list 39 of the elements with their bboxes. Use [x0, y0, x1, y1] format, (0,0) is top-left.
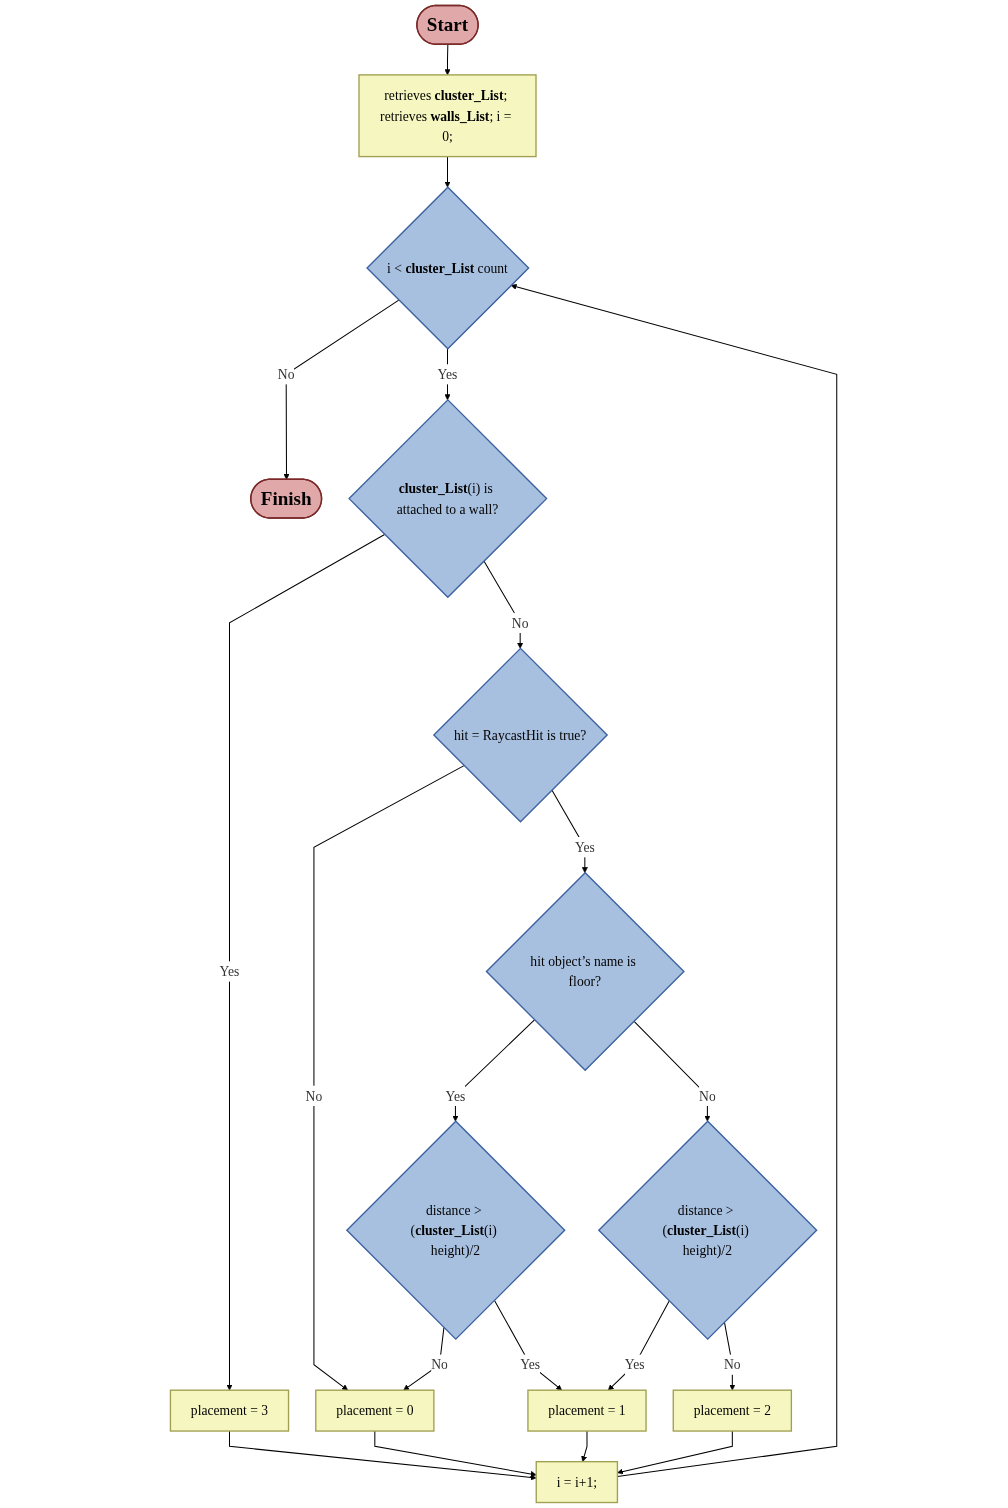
node-box: placement = 1 — [527, 1389, 648, 1432]
edge-label: No — [699, 1088, 717, 1104]
arrow — [483, 560, 524, 649]
arrow — [374, 1430, 537, 1477]
arrow — [617, 1430, 734, 1475]
arrow — [551, 789, 589, 874]
node-diamond: distance > (cluster_List(i) height)/2 — [346, 1120, 567, 1341]
arrow — [581, 1430, 588, 1462]
edge-label: No — [278, 366, 295, 382]
node-box: i = i+1; — [536, 1461, 619, 1504]
arrow — [452, 1019, 536, 1122]
edge-label: Yes — [445, 1088, 466, 1104]
edge-label: No — [431, 1357, 449, 1373]
arrow — [283, 299, 400, 480]
arrow — [608, 1300, 671, 1391]
edge-label: Yes — [625, 1357, 646, 1373]
node-box: retrieves cluster_List; retrieves walls_List; i = 0; — [358, 74, 538, 158]
node-diamond: distance > (cluster_List(i) height)/2 — [598, 1120, 819, 1341]
node-diamond: hit object’s name is floor? — [485, 871, 686, 1072]
edge-label: No — [512, 615, 529, 631]
node-diamond: i < cluster_List count — [366, 186, 530, 350]
edge-label: No — [306, 1088, 323, 1104]
node-box: placement = 2 — [673, 1389, 793, 1432]
node-diamond: cluster_List(i) is attached to a wall? — [348, 398, 548, 599]
arrow — [494, 1299, 563, 1391]
edge-label: No — [724, 1357, 742, 1373]
arrow — [444, 44, 451, 76]
edge-label: Yes — [575, 839, 596, 855]
node-box: placement = 0 — [315, 1389, 435, 1432]
node-diamond: hit = RaycastHit is true? — [433, 647, 609, 823]
arrow — [226, 533, 386, 1391]
edge-label: Yes — [520, 1357, 541, 1373]
arrow — [444, 156, 451, 188]
arrow — [633, 1020, 711, 1122]
arrow — [511, 283, 838, 1478]
edge-label: Yes — [219, 964, 240, 979]
edge-label: Yes — [437, 366, 458, 382]
node-box: placement = 3 — [170, 1389, 290, 1432]
arrow — [229, 1430, 537, 1481]
